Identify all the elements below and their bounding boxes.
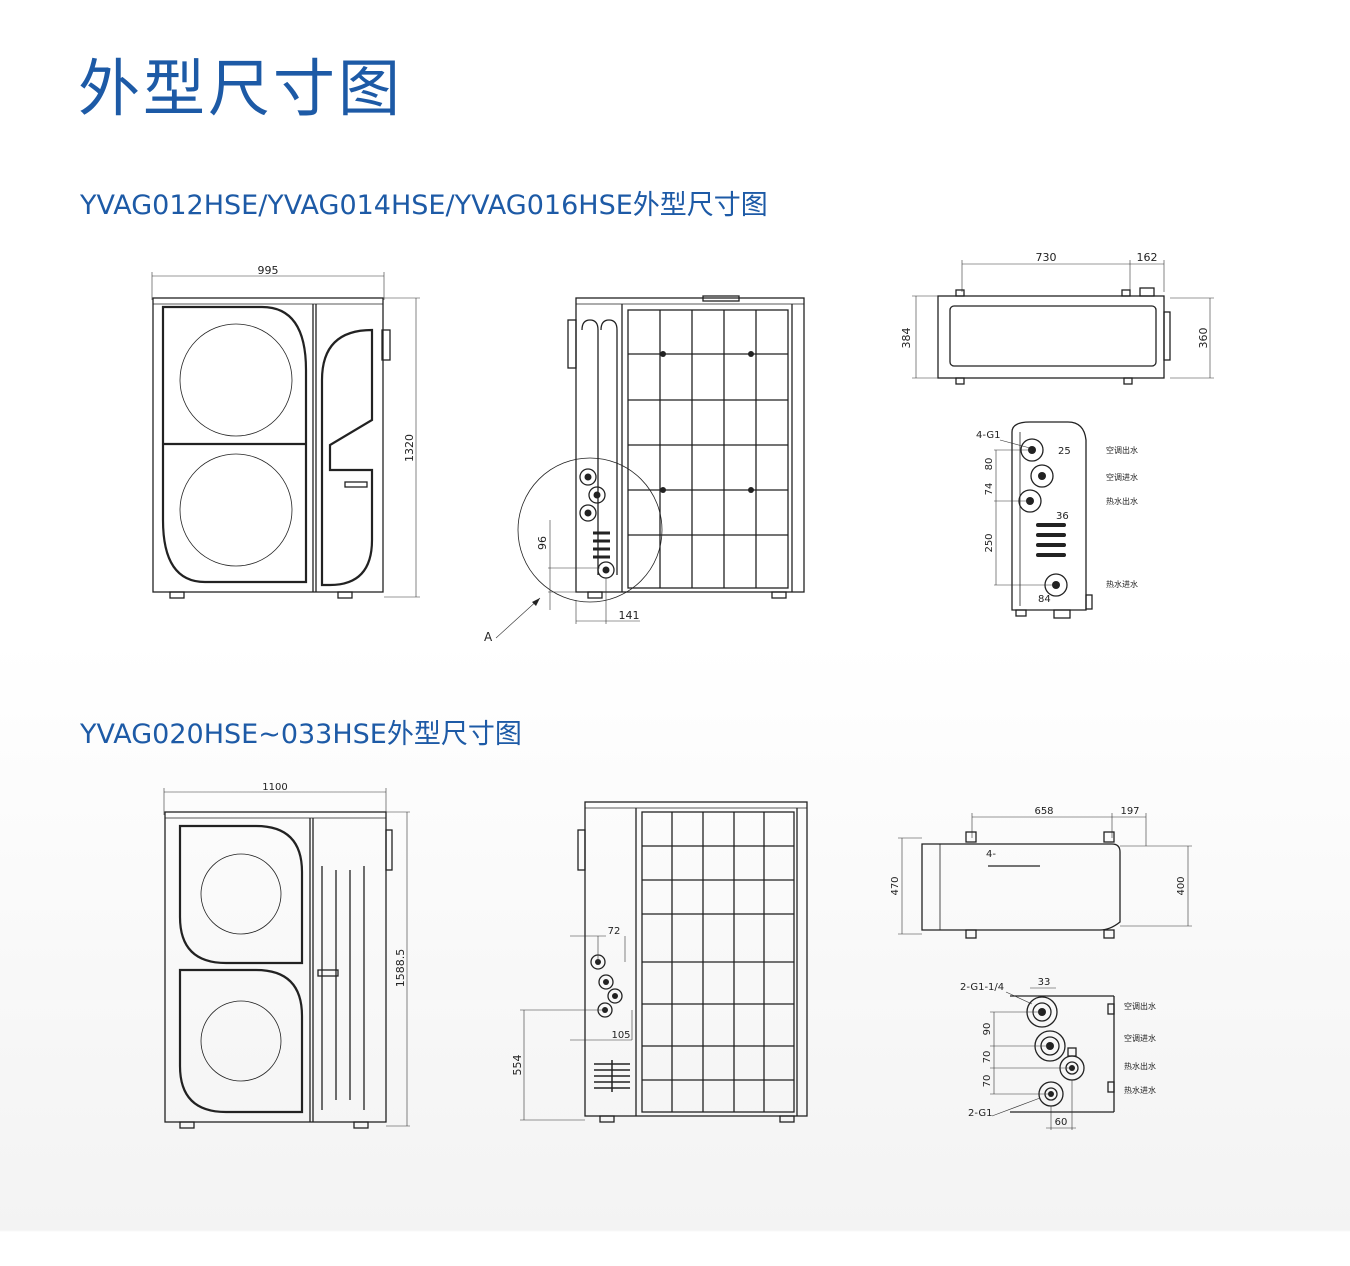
pipe-label-small-2: 热水出水 [1106,496,1138,506]
dim-large-top-470: 470 [890,876,901,895]
pipe-label-small-1: 空调进水 [1106,472,1138,482]
dim-pipe-large-90: 90 [982,1023,993,1036]
dim-pipe-small-84: 84 [1038,594,1051,605]
section-title-small-units: YVAG012HSE/YVAG014HSE/YVAG016HSE外型尺寸图 [80,190,768,221]
fan-grille-top-icon [178,824,304,965]
dim-small-top-730: 730 [1036,251,1057,264]
dim-pipe-large-70a: 70 [982,1051,993,1064]
pipe-label-large-3: 热水进水 [1124,1085,1156,1095]
pipe-label-small-0: 空调出水 [1106,445,1138,455]
small-top-view: 730 162 384 360 [900,251,1214,385]
dim-large-side-105: 105 [611,1030,630,1041]
large-pipe-detail: 2-G1-1/4 2-G1 33 90 70 70 60 空调出水 空调进水 热… [960,977,1156,1130]
dim-small-top-162: 162 [1137,251,1158,264]
dim-pipe-large-33: 33 [1038,977,1051,988]
dim-small-top-384: 384 [900,328,913,349]
pipe-label-large-2: 热水出水 [1124,1061,1156,1071]
page-title: 外型尺寸图 [78,52,404,125]
dim-small-side-141: 141 [619,609,640,622]
detail-label-a: A [484,630,493,644]
dim-pipe-large-60: 60 [1055,1117,1068,1128]
dim-large-front-height: 1588.5 [394,949,407,988]
dim-large-side-72: 72 [608,926,621,937]
small-side-view: 96 141 A [484,295,805,644]
top-holes-large: 4- [986,849,996,860]
coil-grid-large [641,811,795,1113]
dim-pipe-small-74: 74 [984,483,995,496]
dim-large-side-554: 554 [511,1055,524,1076]
dim-pipe-small-25: 25 [1058,446,1071,457]
pipe-conn-small: 4-G1 [976,430,1000,441]
pipe-conn-large-a: 2-G1-1/4 [960,982,1004,993]
coil-grid [627,309,789,589]
dim-small-side-96: 96 [536,536,549,550]
fan-grille-bottom-icon [178,968,304,1114]
large-front-view: 1100 1588.5 [163,782,410,1129]
pipe-label-small-3: 热水进水 [1106,579,1138,589]
pipe-label-large-0: 空调出水 [1124,1001,1156,1011]
small-front-view: 995 1320 [151,264,420,599]
dim-pipe-small-36: 36 [1056,511,1069,522]
dim-pipe-large-70b: 70 [982,1075,993,1088]
dim-small-front-width: 995 [258,264,279,277]
pipe-conn-large-b: 2-G1 [968,1108,992,1119]
dim-small-top-360: 360 [1197,328,1210,349]
small-pipe-detail: 4-G1 25 36 84 80 74 250 空调出水 空调进水 热水出水 热… [976,421,1138,619]
dim-large-top-400: 400 [1176,876,1187,895]
section-title-large-units: YVAG020HSE~033HSE外型尺寸图 [80,719,522,750]
pipe-label-large-1: 空调进水 [1124,1033,1156,1043]
dim-pipe-small-250: 250 [984,533,995,552]
detail-circle [517,457,663,603]
fan-grille-icon [161,305,308,584]
dim-large-top-197: 197 [1120,806,1139,817]
dim-large-front-width: 1100 [262,782,287,793]
dim-pipe-small-80: 80 [984,458,995,471]
dim-large-top-658: 658 [1034,806,1053,817]
large-top-view: 658 197 4- 470 400 [890,806,1192,939]
dim-small-front-height: 1320 [403,434,416,462]
large-side-view: 72 105 554 [511,801,808,1123]
